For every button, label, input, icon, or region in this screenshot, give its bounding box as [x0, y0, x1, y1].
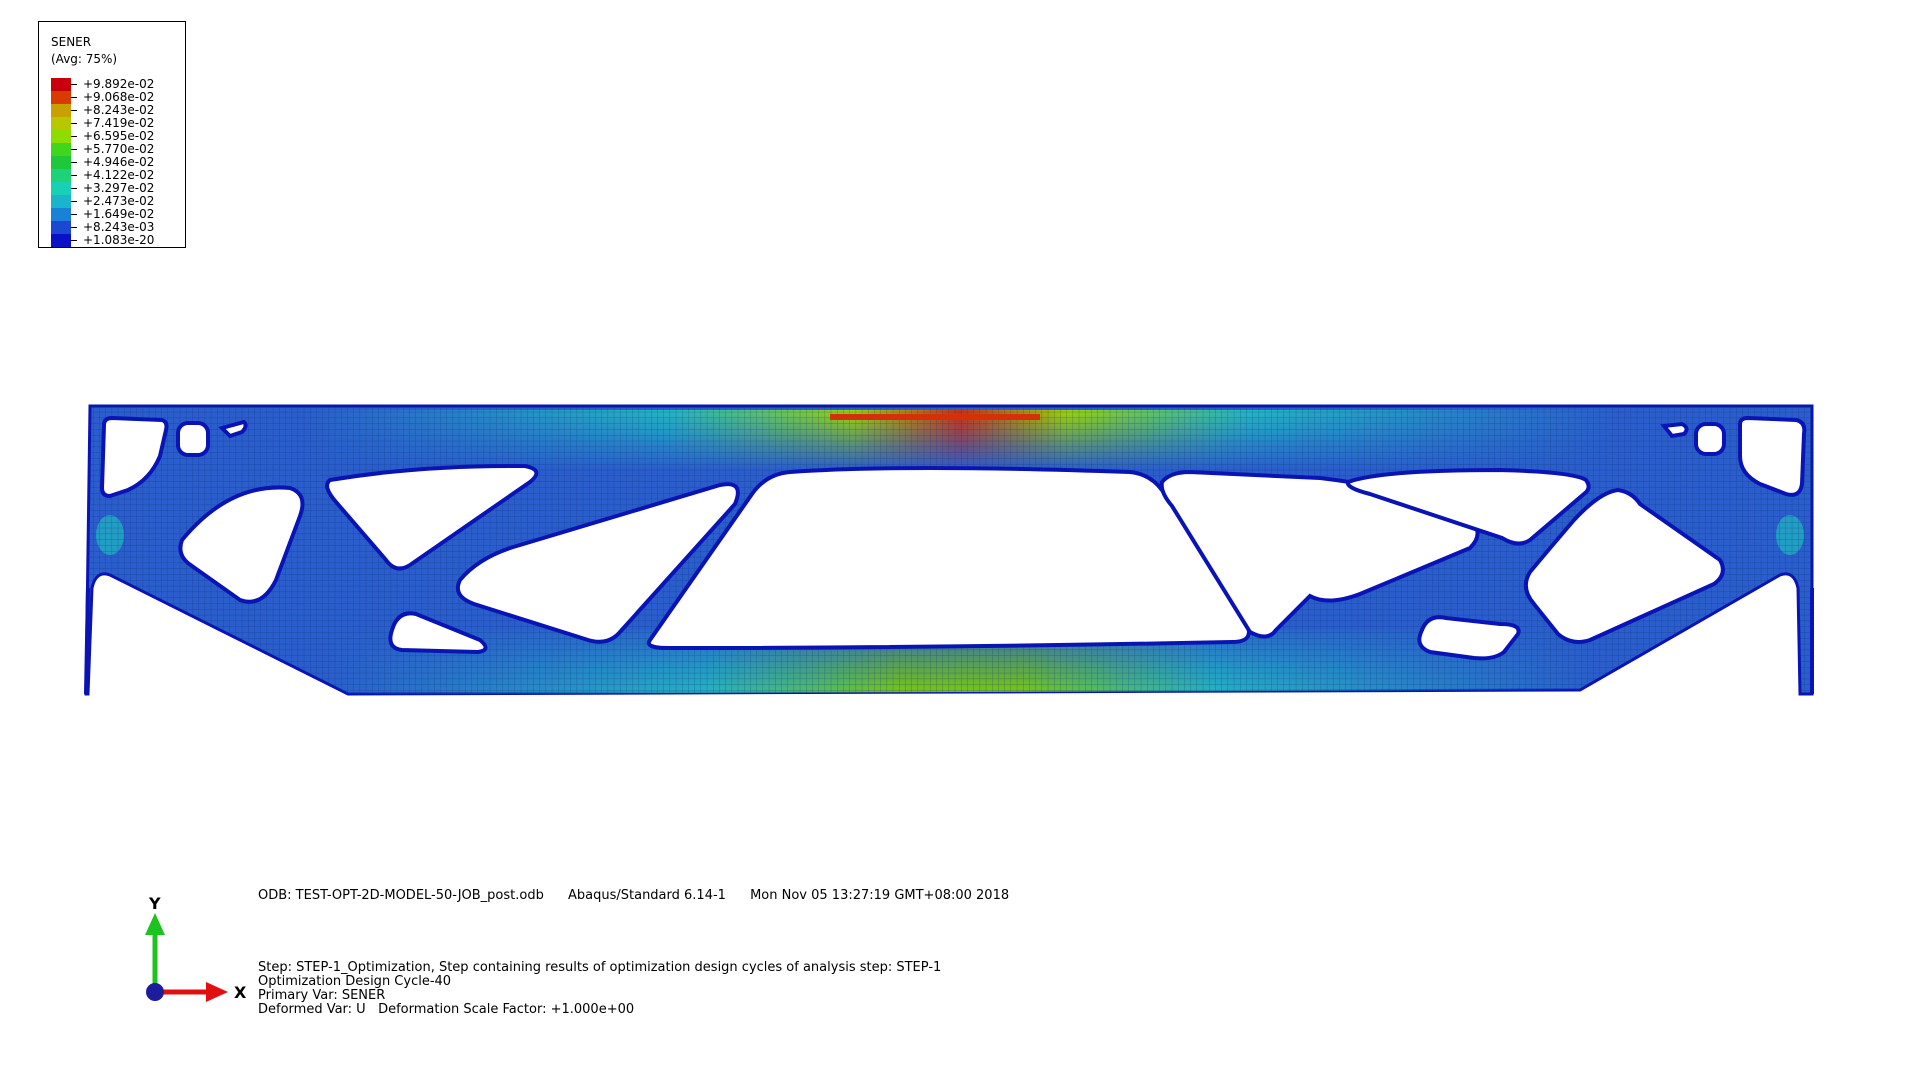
- legend-tick: [71, 149, 77, 150]
- legend-tick: [71, 214, 77, 215]
- legend-tick: [71, 240, 77, 241]
- legend-value: +8.243e-03: [83, 220, 155, 234]
- odb-name: ODB: TEST-OPT-2D-MODEL-50-JOB_post.odb: [258, 888, 544, 903]
- odb-info-line: ODB: TEST-OPT-2D-MODEL-50-JOB_post.odb A…: [258, 889, 1029, 903]
- legend-variable: SENER: [51, 35, 92, 49]
- legend-swatch: [51, 195, 71, 208]
- legend-value: +4.946e-02: [83, 155, 155, 169]
- run-date: Mon Nov 05 13:27:19 GMT+08:00 2018: [750, 888, 1010, 903]
- legend-tick: [71, 136, 77, 137]
- legend-tick: [71, 162, 77, 163]
- legend-value: +1.649e-02: [83, 207, 155, 221]
- legend-tick: [71, 201, 77, 202]
- legend-swatch: [51, 91, 71, 104]
- deformed-variable: Deformed Var: U Deformation Scale Factor…: [258, 1002, 635, 1017]
- structure-voids: [99, 415, 1807, 661]
- legend-swatch: [51, 208, 71, 221]
- contour-legend[interactable]: SENER (Avg: 75%) +9.892e-02+9.068e-02+8.…: [38, 21, 186, 248]
- legend-swatch: [51, 104, 71, 117]
- legend-value: +7.419e-02: [83, 116, 155, 130]
- legend-tick: [71, 123, 77, 124]
- legend-swatch: [51, 221, 71, 234]
- step-info-block: Step: STEP-1_Optimization, Step containi…: [258, 961, 941, 1017]
- legend-swatch: [51, 130, 71, 143]
- legend-swatch: [51, 78, 71, 91]
- legend-swatch: [51, 143, 71, 156]
- legend-value: +6.595e-02: [83, 129, 155, 143]
- triad-y-label: Y: [148, 895, 161, 913]
- legend-tick: [71, 110, 77, 111]
- legend-value: +9.892e-02: [83, 77, 155, 91]
- step-description: Step: STEP-1_Optimization, Step containi…: [258, 960, 942, 975]
- legend-swatch: [51, 169, 71, 182]
- legend-value: +5.770e-02: [83, 142, 155, 156]
- legend-tick: [71, 84, 77, 85]
- legend-value: +3.297e-02: [83, 181, 155, 195]
- legend-tick: [71, 97, 77, 98]
- legend-value: +4.122e-02: [83, 168, 155, 182]
- y-axis-arrow-icon: [145, 913, 165, 935]
- legend-tick: [71, 175, 77, 176]
- legend-value: +1.083e-20: [83, 233, 155, 247]
- legend-tick: [71, 188, 77, 189]
- legend-swatch: [51, 234, 71, 247]
- legend-averaging: (Avg: 75%): [51, 52, 118, 66]
- triad-x-label: X: [234, 983, 247, 1002]
- coordinate-triad[interactable]: Y X: [130, 895, 250, 1005]
- primary-variable: Primary Var: SENER: [258, 988, 386, 1003]
- legend-value: +9.068e-02: [83, 90, 155, 104]
- legend-swatch: [51, 156, 71, 169]
- legend-tick: [71, 227, 77, 228]
- x-axis-arrow-icon: [206, 982, 228, 1002]
- legend-value: +8.243e-02: [83, 103, 155, 117]
- legend-swatch: [51, 117, 71, 130]
- legend-color-bar: [51, 78, 71, 247]
- triad-origin-icon: [146, 983, 164, 1001]
- design-cycle: Optimization Design Cycle-40: [258, 974, 452, 989]
- legend-value: +2.473e-02: [83, 194, 155, 208]
- peak-energy-zone: [830, 414, 1040, 420]
- solver-version: Abaqus/Standard 6.14-1: [568, 888, 726, 903]
- legend-swatch: [51, 182, 71, 195]
